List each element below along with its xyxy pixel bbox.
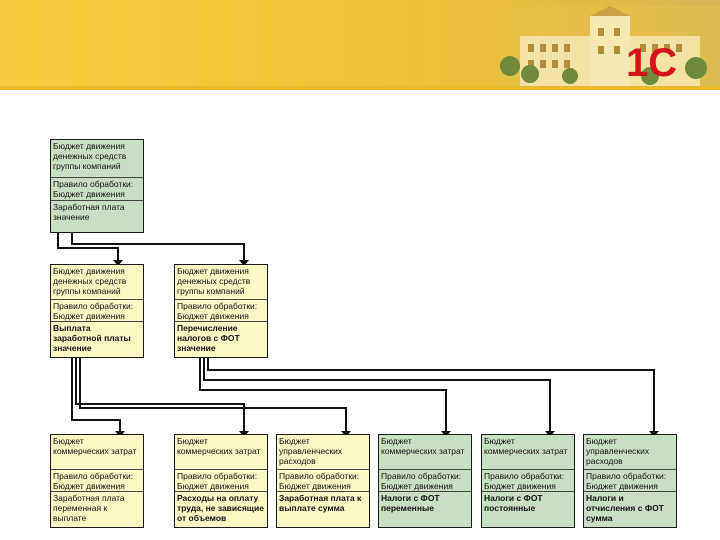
arrow-mid2-to-b6 [207,357,655,433]
box-processing-rule: Правило обработки: Бюджет движения [175,299,267,321]
budget-box-b4: Бюджет коммерческих затрат Правило обраб… [378,434,472,528]
box-title: Бюджет управленческих расходов [586,436,650,466]
arrow-mid2-to-b4 [199,357,447,433]
box-item: Заработная плата значение [51,200,143,232]
budget-box-b2: Бюджет коммерческих затрат Правило обраб… [174,434,268,528]
box-item: Налоги с ФОТ постоянные [482,491,574,527]
box-item: Налоги и отчисления с ФОТ сумма [584,491,676,527]
budget-box-b5: Бюджет коммерческих затрат Правило обраб… [481,434,575,528]
box-title: Бюджет управленческих расходов [279,436,343,466]
budget-box-mid2: Бюджет движения денежных средств группы … [174,264,268,358]
box-title: Бюджет коммерческих затрат [177,436,261,456]
svg-text:1С: 1С [626,41,677,82]
box-title: Бюджет коммерческих затрат [484,436,568,456]
arrow-mid1-to-b1 [71,357,121,433]
box-title: Бюджет движения денежных средств группы … [53,141,127,171]
budget-box-b1: Бюджет коммерческих затрат Правило обраб… [50,434,144,528]
building-illustration [500,6,720,86]
box-processing-rule: Правило обработки: Бюджет движения [277,469,369,491]
box-item: Расходы на оплату труда, не зависящие от… [175,491,267,527]
box-item: Перечисление налогов с ФОТ значение [175,321,267,357]
box-processing-rule: Правило обработки: Бюджет движения [175,469,267,491]
box-processing-rule: Правило обработки: Бюджет движения [51,177,143,200]
budget-box-b3: Бюджет управленческих расходов Правило о… [276,434,370,528]
arrow-top-to-mid2 [71,232,245,262]
arrow-mid1-to-b2 [75,357,245,433]
box-processing-rule: Правило обработки: Бюджет движения [51,299,143,321]
1c-logo: 1С [626,41,677,82]
arrow-top-to-mid1 [57,232,119,262]
budget-box-b6: Бюджет управленческих расходов Правило о… [583,434,677,528]
arrow-mid1-to-b3 [79,357,347,433]
box-title: Бюджет коммерческих затрат [53,436,137,456]
box-item: Выплата заработной платы значение [51,321,143,357]
box-title: Бюджет движения денежных средств группы … [53,266,127,296]
header-divider [0,86,720,90]
box-item: Заработная плата переменная к выплате [51,491,143,527]
box-processing-rule: Правило обработки: Бюджет движения [51,469,143,491]
box-title: Бюджет коммерческих затрат [381,436,465,456]
budget-box-top: Бюджет движения денежных средств группы … [50,139,144,233]
box-processing-rule: Правило обработки: Бюджет движения [379,469,471,491]
budget-box-mid1: Бюджет движения денежных средств группы … [50,264,144,358]
box-item: Заработная плата к выплате сумма [277,491,369,527]
box-processing-rule: Правило обработки: Бюджет движения [584,469,676,491]
box-item: Налоги с ФОТ переменные [379,491,471,527]
box-processing-rule: Правило обработки: Бюджет движения [482,469,574,491]
arrow-mid2-to-b5 [203,357,551,433]
box-title: Бюджет движения денежных средств группы … [177,266,251,296]
